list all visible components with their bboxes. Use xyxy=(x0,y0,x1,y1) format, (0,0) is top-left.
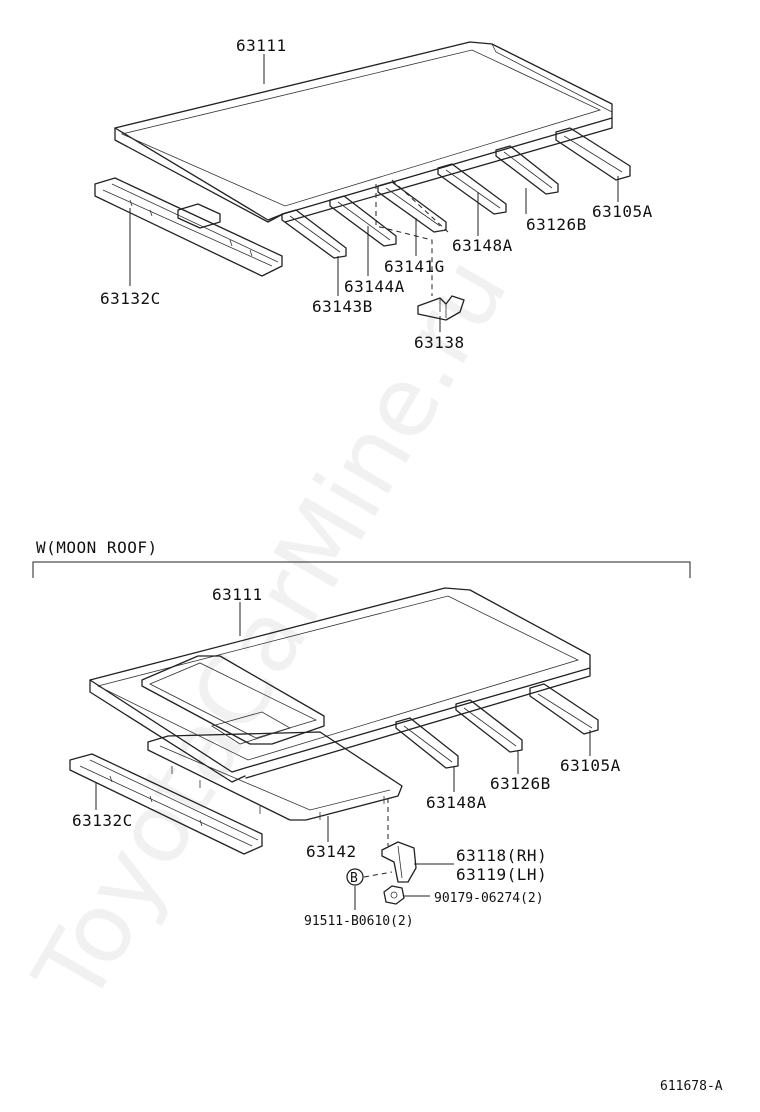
moonroof-rear-header xyxy=(529,683,599,735)
bolt-symbol-letter: B xyxy=(350,871,358,886)
bracket-63138 xyxy=(417,295,465,321)
label-63142: 63142 xyxy=(306,842,357,861)
front-header xyxy=(94,177,283,277)
label-63148a-moonroof: 63148A xyxy=(426,793,487,812)
label-63143b: 63143B xyxy=(312,297,373,316)
label-63132c-moonroof: 63132C xyxy=(72,811,133,830)
label-63111-top: 63111 xyxy=(236,36,287,55)
bolt-symbol: B xyxy=(346,868,364,886)
moonroof-roof-bow-63126b xyxy=(455,699,523,753)
rear-header xyxy=(555,127,631,181)
roof-bow-63148a xyxy=(437,163,507,215)
label-63105a-top: 63105A xyxy=(592,202,653,221)
section-heading: W(MOON ROOF) xyxy=(36,538,158,557)
label-63105a-moonroof: 63105A xyxy=(560,756,621,775)
label-63118-rh: 63118(RH) xyxy=(456,846,547,865)
label-63111-moonroof: 63111 xyxy=(212,585,263,604)
moonroof-roof-bow-63148a xyxy=(395,717,459,769)
label-63126b-moonroof: 63126B xyxy=(490,774,551,793)
label-63141g: 63141G xyxy=(384,257,445,276)
label-63119-lh: 63119(LH) xyxy=(456,865,547,884)
label-90179-06274: 90179-06274(2) xyxy=(434,891,544,906)
label-63138: 63138 xyxy=(414,333,465,352)
label-63132c-top: 63132C xyxy=(100,289,161,308)
label-63126b-top: 63126B xyxy=(526,215,587,234)
top-roof-assembly xyxy=(94,41,631,321)
roof-bow-63143b xyxy=(281,209,347,259)
bracket-63118-63119 xyxy=(381,841,417,883)
moonroof-assembly: B xyxy=(69,587,599,905)
roof-bow-63126b xyxy=(495,145,559,195)
nut-90179 xyxy=(383,885,405,905)
label-63144a: 63144A xyxy=(344,277,405,296)
figure-code: 611678-A xyxy=(660,1079,723,1094)
roof-bow-63144a xyxy=(329,195,397,247)
section-bracket xyxy=(32,561,691,578)
label-91511-b0610: 91511-B0610(2) xyxy=(304,914,414,929)
roof-bow-63141g xyxy=(377,181,447,233)
moonroof-housing xyxy=(147,711,403,821)
moonroof-front-header xyxy=(69,753,263,855)
label-63148a-top: 63148A xyxy=(452,236,513,255)
roof-panel xyxy=(114,41,613,223)
